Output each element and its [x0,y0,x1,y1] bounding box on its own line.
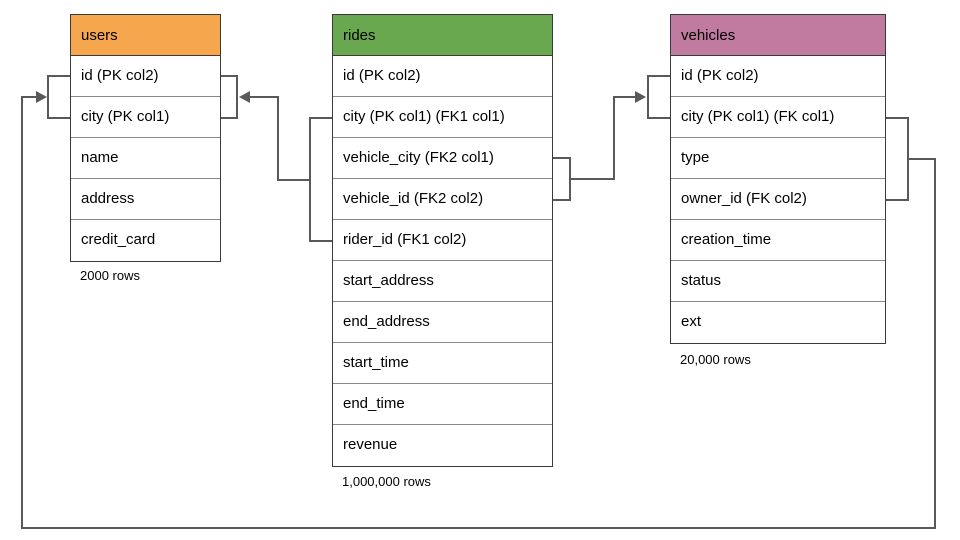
arrow-left-icon [239,91,250,103]
table-row: start_address [333,261,552,302]
table-row: city (PK col1) (FK1 col1) [333,97,552,138]
table-vehicles-header: vehicles [671,15,885,56]
table-row: vehicle_city (FK2 col1) [333,138,552,179]
table-rides: rides id (PK col2) city (PK col1) (FK1 c… [332,14,553,467]
table-users: users id (PK col2) city (PK col1) name a… [70,14,221,262]
table-users-header: users [71,15,220,56]
table-row: city (PK col1) (FK col1) [671,97,885,138]
table-row: end_address [333,302,552,343]
table-rides-header: rides [333,15,552,56]
table-row: address [71,179,220,220]
vehicles-row-count: 20,000 rows [680,352,751,367]
table-row: type [671,138,885,179]
table-row: id (PK col2) [671,56,885,97]
table-vehicles: vehicles id (PK col2) city (PK col1) (FK… [670,14,886,344]
table-row: vehicle_id (FK2 col2) [333,179,552,220]
table-row: credit_card [71,220,220,261]
arrow-right-icon [635,91,646,103]
fk-rides-to-vehicles [553,75,670,201]
fk-rides-to-users [221,75,332,242]
table-row: city (PK col1) [71,97,220,138]
table-row: end_time [333,384,552,425]
rides-row-count: 1,000,000 rows [342,474,431,489]
table-rides-title: rides [343,27,376,44]
table-users-title: users [81,27,118,44]
table-row: ext [671,302,885,343]
table-row: revenue [333,425,552,466]
table-row: rider_id (FK1 col2) [333,220,552,261]
table-row: id (PK col2) [333,56,552,97]
table-row: owner_id (FK col2) [671,179,885,220]
table-row: name [71,138,220,179]
table-row: status [671,261,885,302]
arrow-right-icon [36,91,47,103]
table-row: creation_time [671,220,885,261]
table-row: id (PK col2) [71,56,220,97]
table-vehicles-title: vehicles [681,27,736,44]
users-row-count: 2000 rows [80,268,140,283]
table-row: start_time [333,343,552,384]
